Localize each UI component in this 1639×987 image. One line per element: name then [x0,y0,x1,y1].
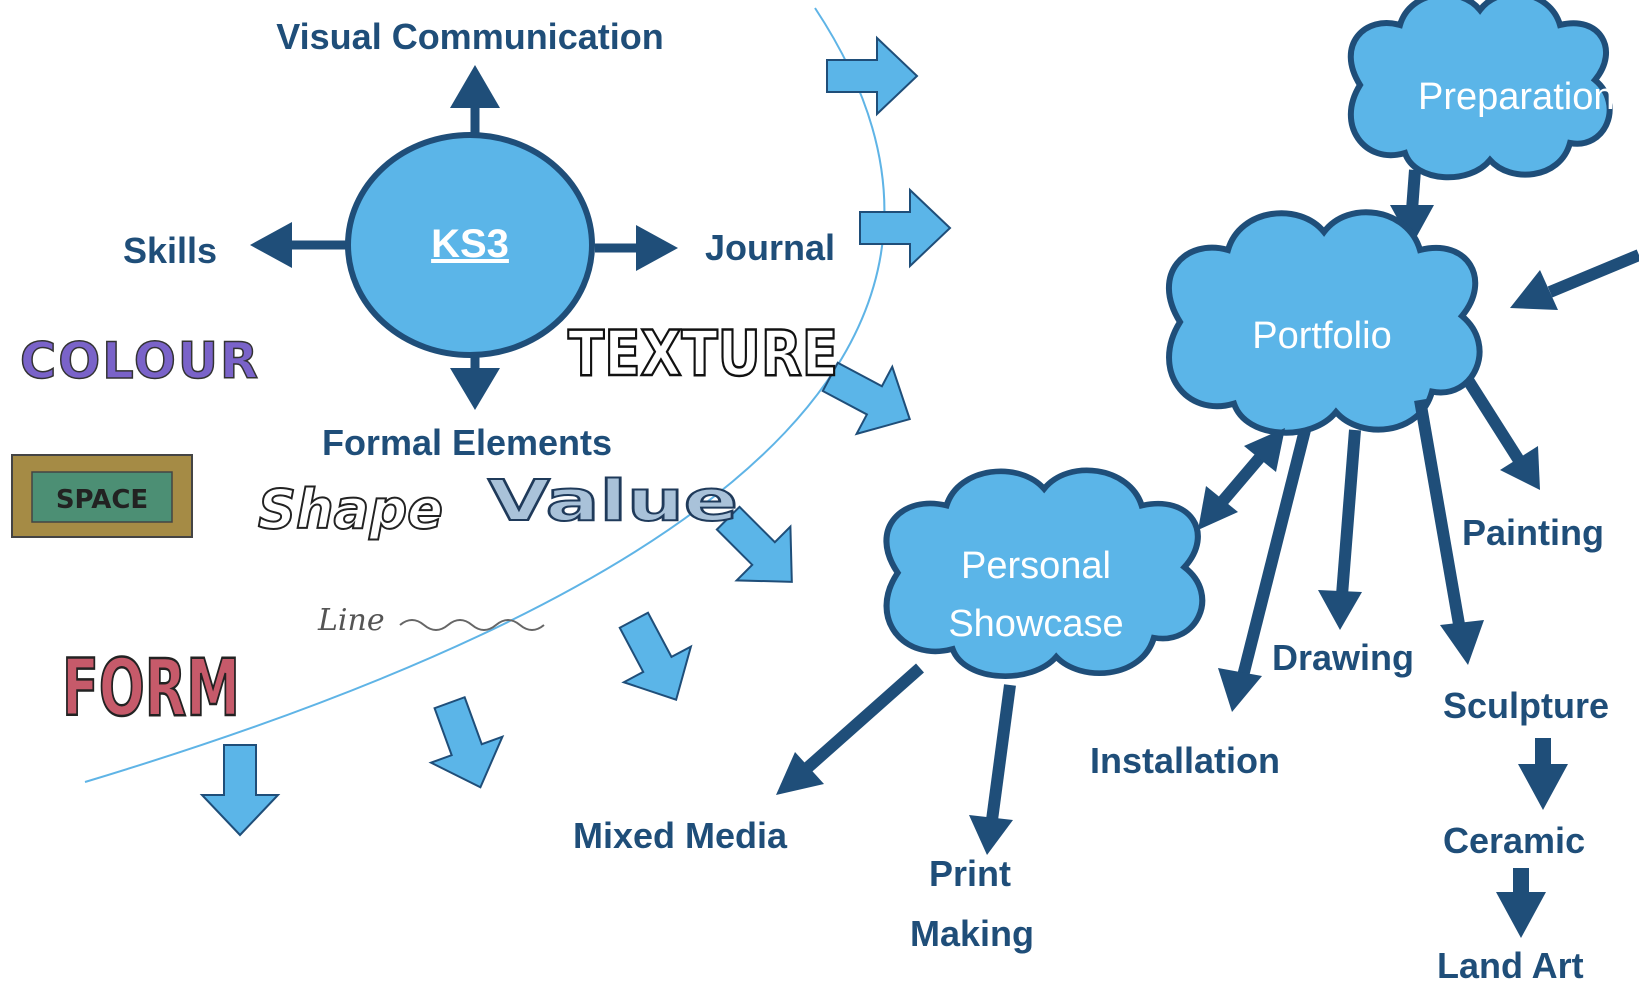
colour-drawing: COLOUR [19,331,260,391]
space-drawing: SPACE [11,454,193,538]
formal-elements-label: Formal Elements [322,422,612,463]
mixed-media-label: Mixed Media [573,815,788,856]
line-drawing: Line [317,603,545,638]
print-making-label-line2: Making [910,913,1034,954]
skills-label: Skills [123,230,217,271]
svg-text:FORM: FORM [62,644,240,734]
visual-communication-label: Visual Communication [276,16,663,57]
block-arrow-2 [859,189,951,267]
block-arrow-5 [599,601,711,719]
showcase-label-line1: Personal [961,545,1111,587]
svg-text:TEXTURE: TEXTURE [568,317,838,390]
portfolio-label: Portfolio [1252,315,1391,357]
land-art-label: Land Art [1437,945,1584,986]
ks3-node [345,132,595,358]
curved-timeline-arc [84,7,886,783]
painting-label: Painting [1462,512,1604,553]
svg-text:COLOUR: COLOUR [20,332,260,390]
form-drawing: FORM [61,643,242,736]
svg-text:SPACE: SPACE [56,485,148,515]
value-drawing: Value [487,468,739,535]
showcase-label-line2: Showcase [948,603,1123,645]
ceramic-label: Ceramic [1443,820,1585,861]
installation-label: Installation [1090,740,1280,781]
shape-drawing: Shape [257,477,444,542]
preparation-label: Preparation [1418,76,1614,118]
texture-drawing: TEXTURE [567,316,840,392]
svg-text:Line: Line [317,603,385,638]
print-making-label-line1: Print [929,853,1011,894]
svg-text:Value: Value [488,469,738,534]
drawing-label: Drawing [1272,637,1414,678]
journal-label: Journal [705,227,835,268]
block-arrow-7 [201,744,279,836]
ks3-label: KS3 [431,222,509,266]
block-arrow-6 [412,688,518,802]
sculpture-label: Sculpture [1443,685,1609,726]
svg-text:Shape: Shape [258,478,443,541]
